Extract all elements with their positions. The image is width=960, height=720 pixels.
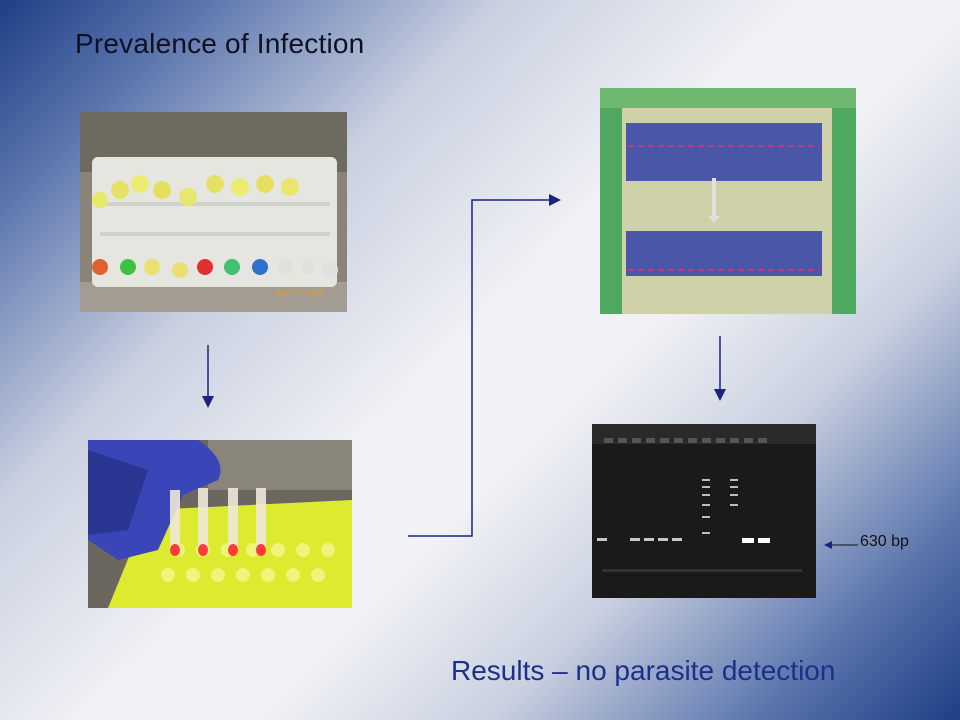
gel-electrophoresis-photo bbox=[600, 88, 856, 314]
sample-vials-rack-photo: AUG 27 2009 bbox=[80, 112, 347, 312]
photo-date-stamp: AUG 27 2009 bbox=[275, 289, 324, 298]
results-caption: Results – no parasite detection bbox=[451, 655, 836, 686]
pcr-tubes-photo bbox=[88, 440, 352, 608]
band-size-label: 630 bp bbox=[860, 533, 909, 550]
gel-result-photo bbox=[592, 424, 816, 598]
slide-title: Prevalence of Infection bbox=[75, 28, 365, 59]
arrow-connector bbox=[408, 194, 561, 537]
